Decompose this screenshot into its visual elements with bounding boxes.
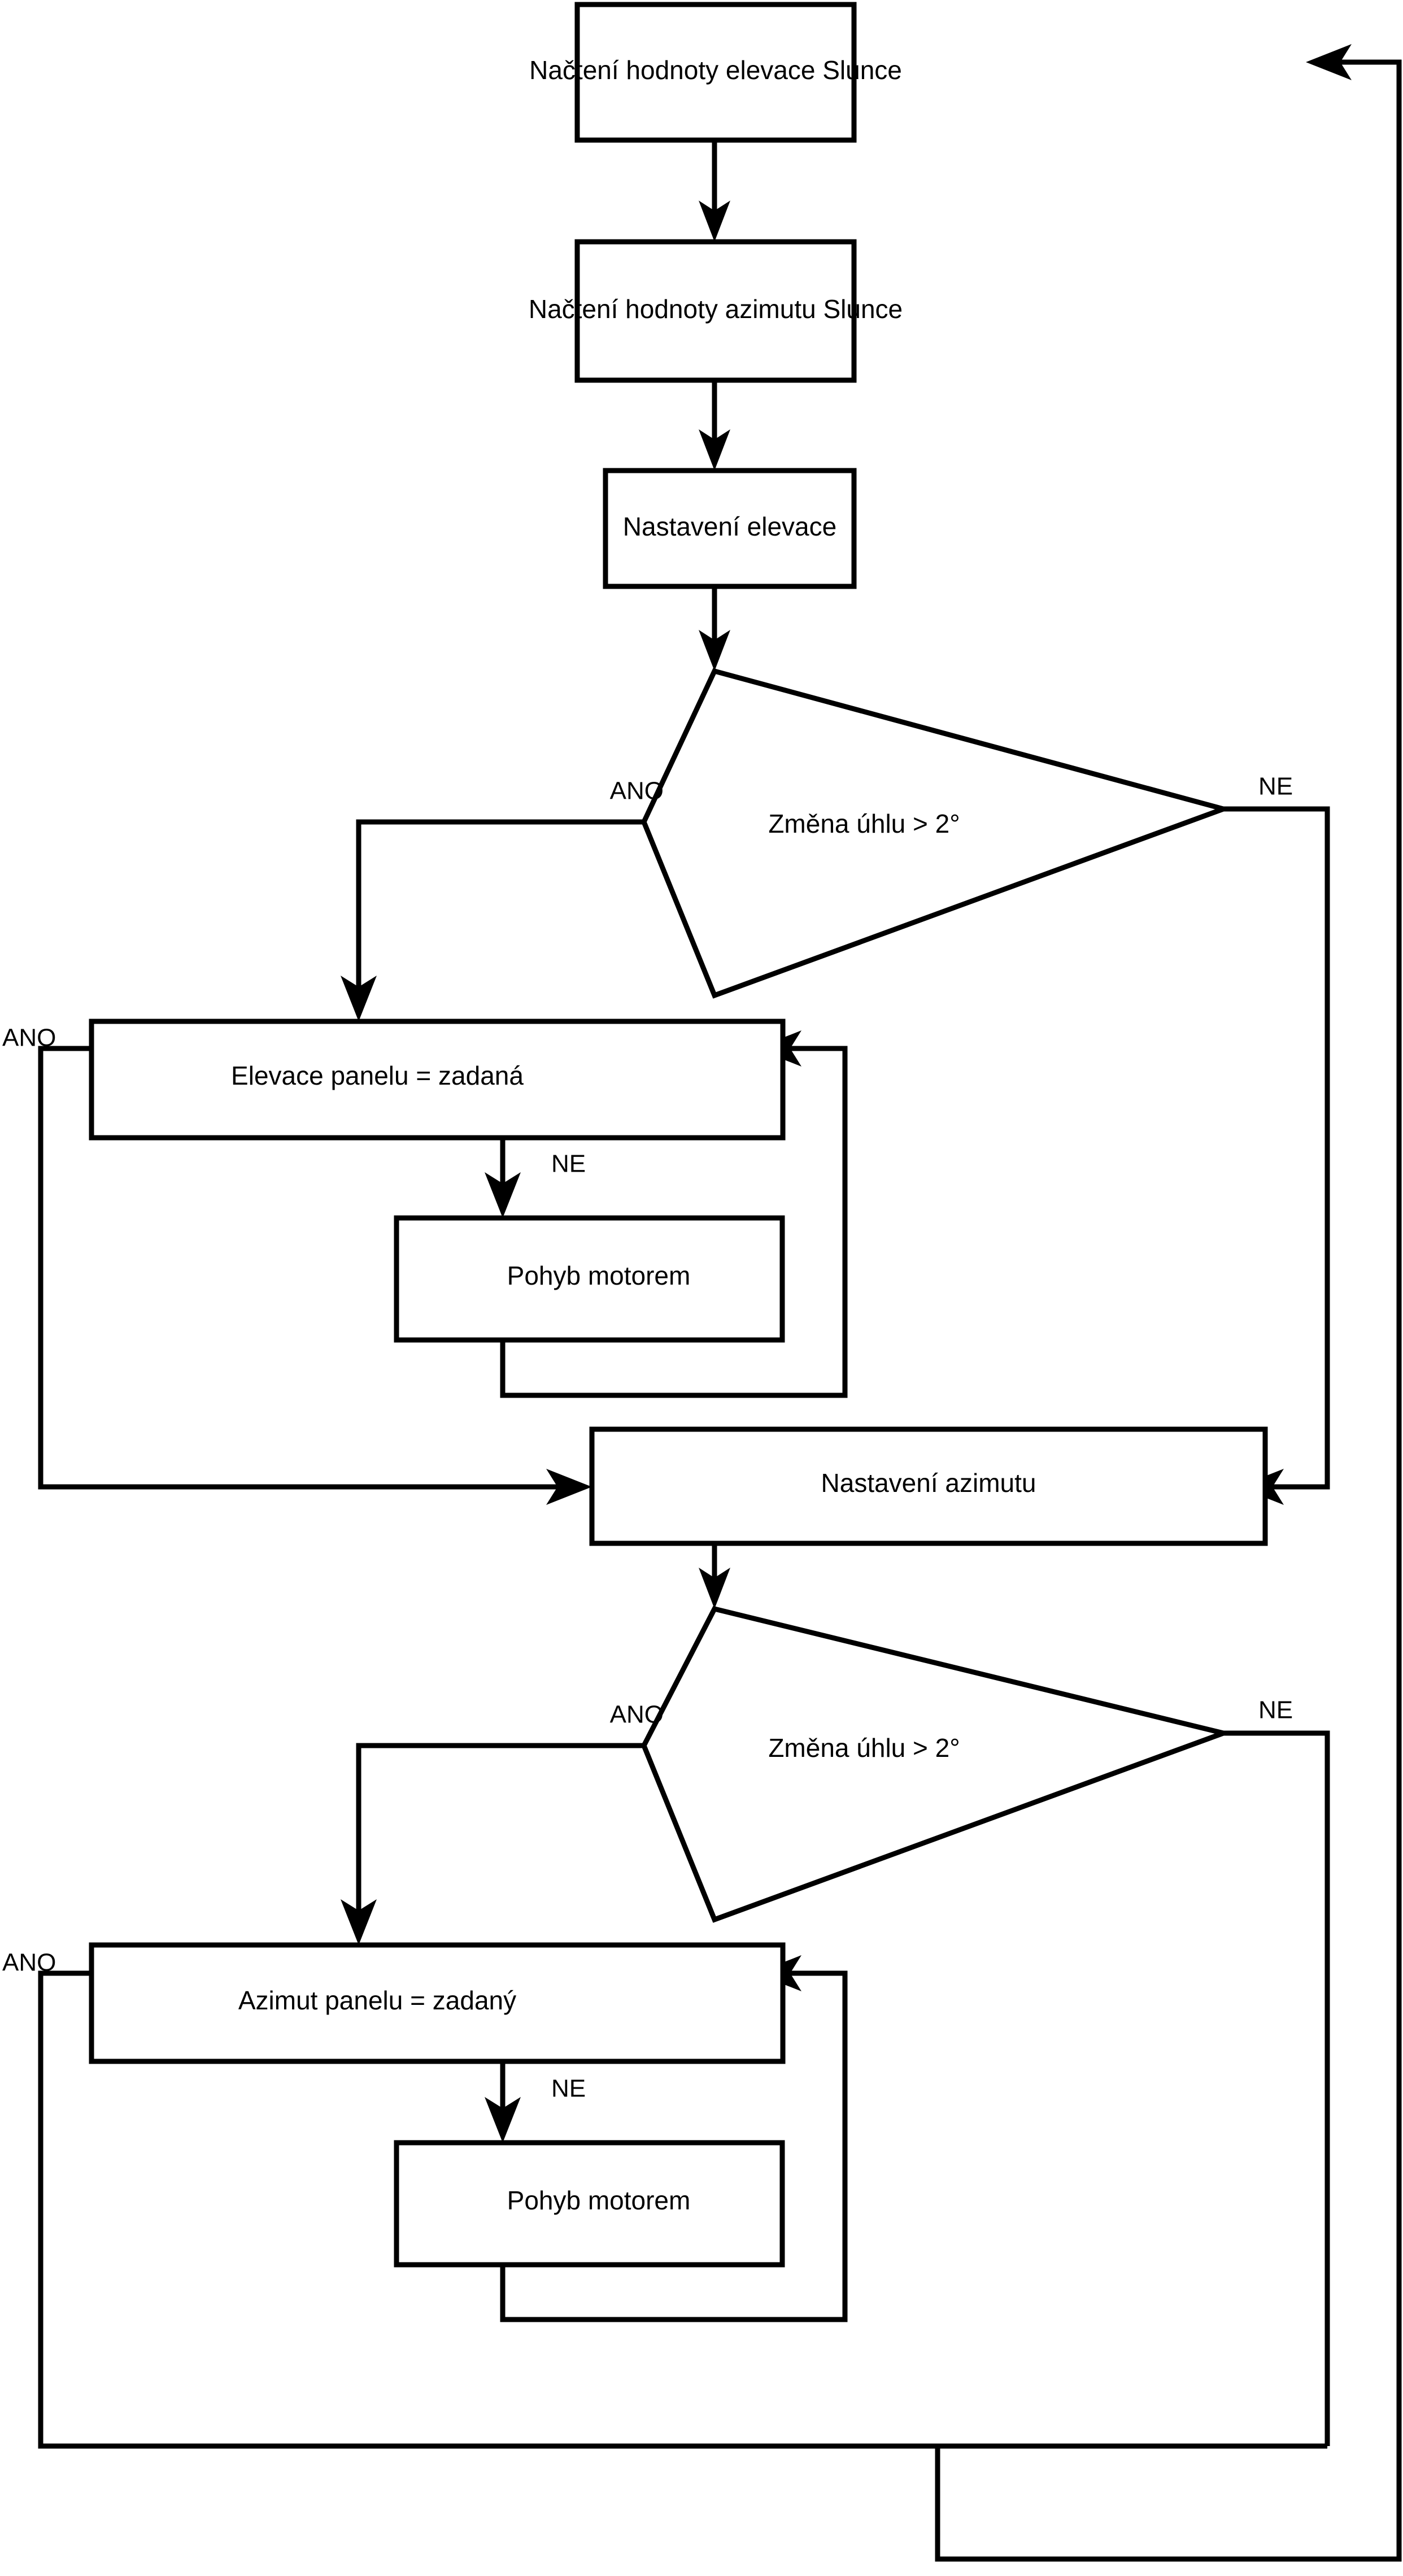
edge-label-panel-elevation-no: NE: [551, 1150, 586, 1178]
node-read-elevation-label: Načtení hodnoty elevace Slunce: [529, 55, 902, 85]
node-decision-azimuth[interactable]: Změna úhlu > 2°: [641, 1605, 1232, 1923]
node-panel-elevation-equals[interactable]: Elevace panelu = zadaná: [89, 1019, 786, 1141]
node-motor-move-elevation-label: Pohyb motorem: [507, 1261, 691, 1290]
node-set-azimuth-label: Nastavení azimutu: [821, 1468, 1036, 1498]
edge-decision-elevation-yes: [341, 819, 644, 1021]
node-panel-azimuth-equals[interactable]: Azimut panelu = zadaný: [89, 1942, 786, 2064]
edge-label-panel-azimuth-no: NE: [551, 2075, 586, 2103]
node-decision-elevation-label: Změna úhlu > 2°: [768, 809, 960, 838]
edge-label-panel-elevation-yes: ANO: [2, 1024, 56, 1052]
node-set-azimuth[interactable]: Nastavení azimutu: [589, 1426, 1268, 1546]
node-read-elevation[interactable]: Načtení hodnoty elevace Slunce: [529, 2, 902, 143]
node-decision-elevation[interactable]: Změna úhlu > 2°: [641, 668, 1232, 999]
edge-panel-azimuth-yes: [38, 1970, 1327, 2449]
edge-read-azimuth-to-set-elevation: [699, 380, 730, 471]
edge-set-azimuth-to-decision-azimuth: [699, 1543, 730, 1609]
edge-panel-elevation-no: [485, 1138, 521, 1218]
edge-decision-elevation-no: [1223, 806, 1330, 1505]
edge-panel-elevation-yes: [38, 1046, 592, 1505]
edge-decision-azimuth-no: [1223, 1730, 1330, 2446]
node-panel-azimuth-equals-label: Azimut panelu = zadaný: [238, 1986, 516, 2015]
node-decision-azimuth-label: Změna úhlu > 2°: [768, 1733, 960, 1763]
edge-set-elevation-to-decision-elevation: [699, 586, 730, 671]
edge-label-decision-elevation-no: NE: [1258, 773, 1293, 800]
node-read-azimuth[interactable]: Načtení hodnoty azimutu Slunce: [529, 239, 903, 383]
node-motor-move-azimuth[interactable]: Pohyb motorem: [394, 2140, 785, 2268]
node-motor-move-elevation[interactable]: Pohyb motorem: [394, 1215, 785, 1343]
edge-label-panel-azimuth-yes: ANO: [2, 1949, 56, 1977]
edge-decision-azimuth-yes: [341, 1743, 644, 1945]
node-motor-move-azimuth-label: Pohyb motorem: [507, 2186, 691, 2215]
edge-panel-azimuth-no: [485, 2062, 521, 2143]
node-set-elevation[interactable]: Nastavení elevace: [603, 468, 857, 589]
node-read-azimuth-label: Načtení hodnoty azimutu Slunce: [529, 294, 903, 324]
edge-label-decision-elevation-yes: ANO: [610, 777, 664, 805]
edge-label-decision-azimuth-yes: ANO: [610, 1701, 664, 1729]
node-set-elevation-label: Nastavení elevace: [623, 512, 836, 541]
edge-label-decision-azimuth-no: NE: [1258, 1696, 1293, 1724]
edge-read-elevation-to-read-azimuth: [699, 140, 730, 242]
edge-global-loopback-to-start: [935, 44, 1402, 2562]
node-panel-elevation-equals-label: Elevace panelu = zadaná: [231, 1061, 524, 1090]
